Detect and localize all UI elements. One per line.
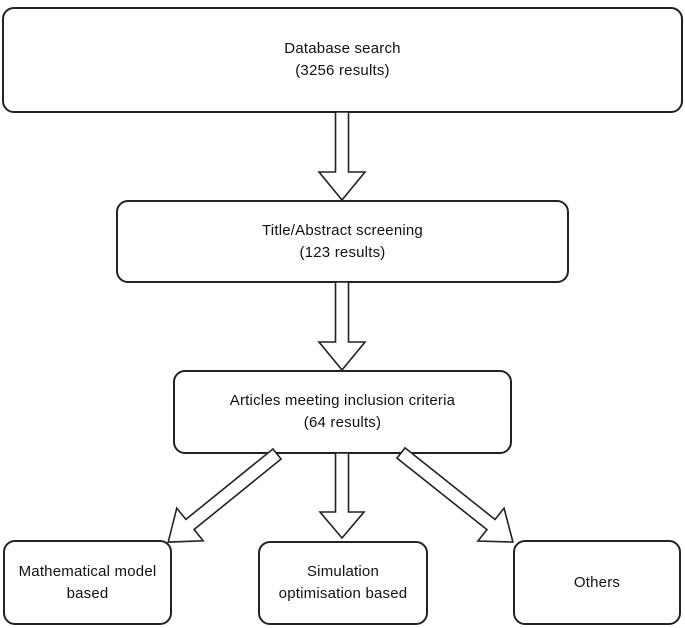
node-simulation-optimisation-based: Simulation optimisation based	[258, 541, 428, 625]
node-label-line: Title/Abstract screening	[262, 221, 423, 239]
node-label-line: Mathematical model	[18, 562, 157, 580]
node-mathematical-model-based: Mathematical model based	[3, 540, 172, 625]
node-label-line: (3256 results)	[295, 62, 390, 79]
arrow-down-icon-search-to-screening	[317, 111, 367, 202]
arrow-down-icon-inclusion-to-simulation	[318, 452, 366, 540]
node-others: Others	[513, 540, 681, 625]
node-label-line: (64 results)	[303, 414, 382, 431]
node-inclusion-criteria: Articles meeting inclusion criteria (64 …	[173, 370, 512, 454]
node-label-line: Articles meeting inclusion criteria	[229, 392, 456, 409]
node-label-line: optimisation based	[278, 585, 408, 602]
node-label-line: Others	[573, 573, 621, 591]
arrow-down-icon-screening-to-inclusion	[317, 281, 367, 372]
node-label-line: Database search	[284, 40, 401, 57]
node-title-abstract-screening: Title/Abstract screening (123 results)	[116, 200, 569, 283]
node-label-line: Simulation	[306, 563, 380, 580]
node-label-line: (123 results)	[299, 243, 386, 261]
node-label-line: based	[66, 584, 109, 602]
node-database-search: Database search (3256 results)	[2, 7, 683, 113]
